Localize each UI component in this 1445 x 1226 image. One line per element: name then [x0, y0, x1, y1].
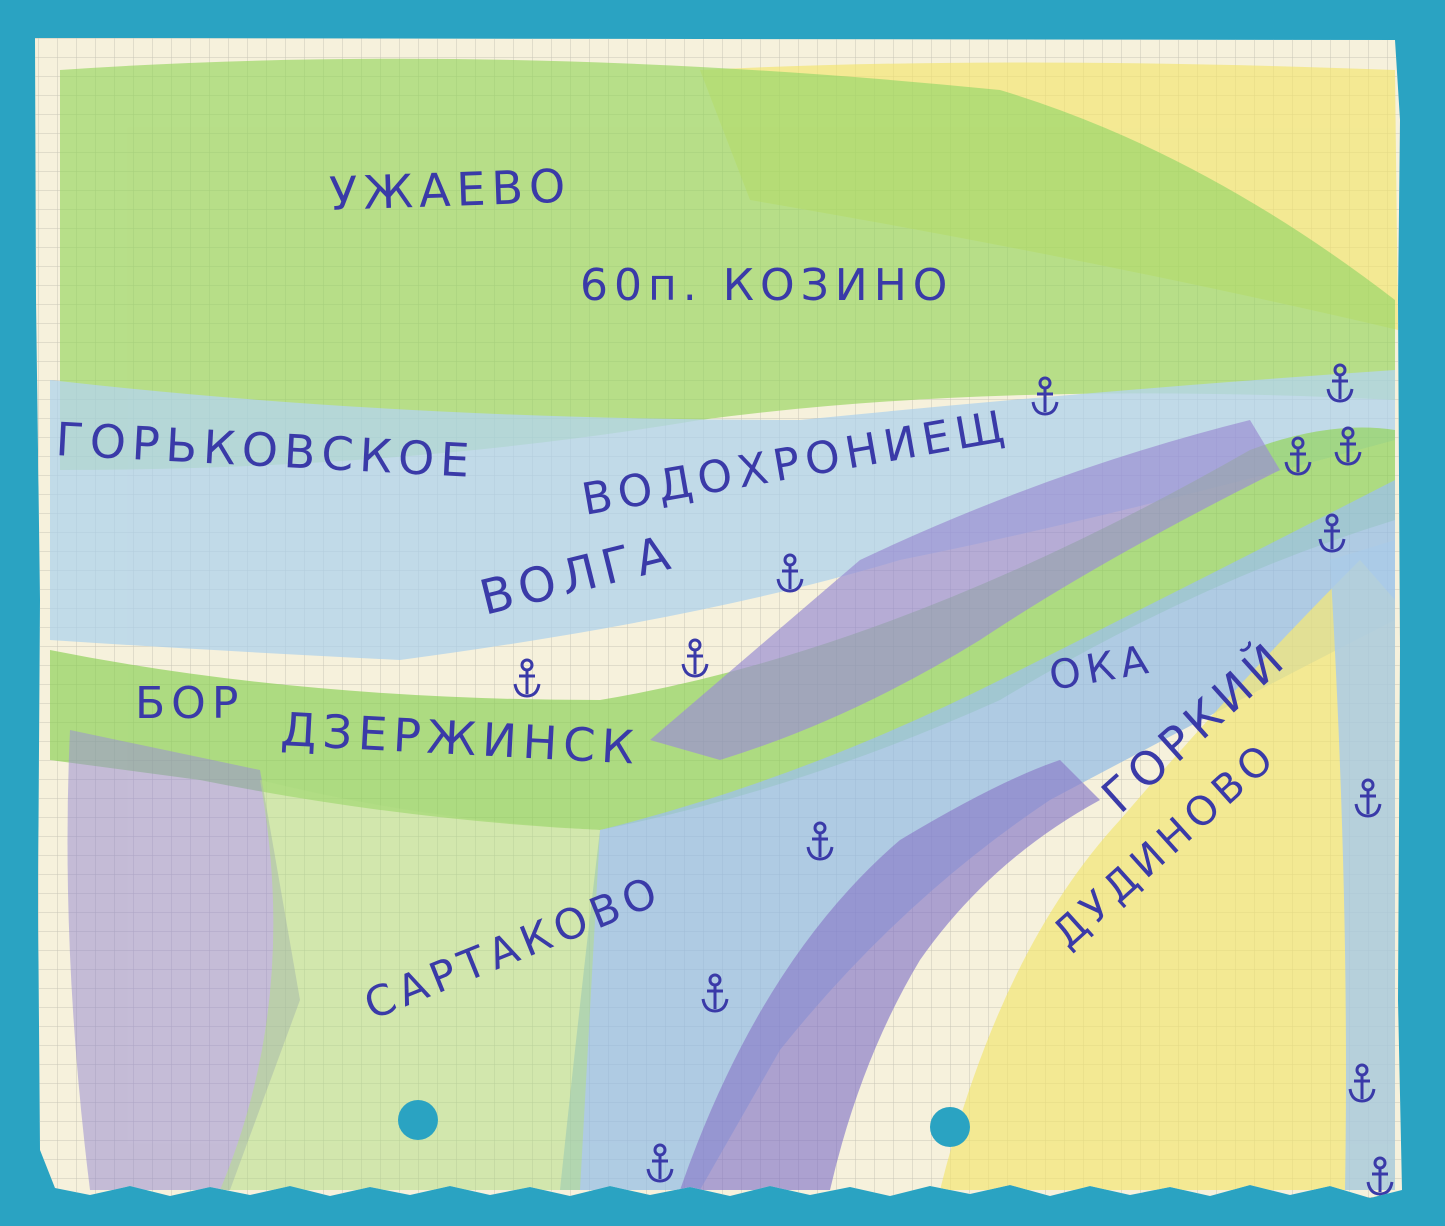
- punch-holes: [398, 1100, 970, 1147]
- punch-hole: [930, 1107, 970, 1147]
- label-bor: БОР: [135, 678, 244, 729]
- punch-hole: [398, 1100, 438, 1140]
- crayon-fill: [50, 58, 1398, 1190]
- label-kozino: 60п. КОЗИНО: [580, 260, 953, 311]
- label-uzhaevo: УЖАЕВО: [328, 159, 572, 221]
